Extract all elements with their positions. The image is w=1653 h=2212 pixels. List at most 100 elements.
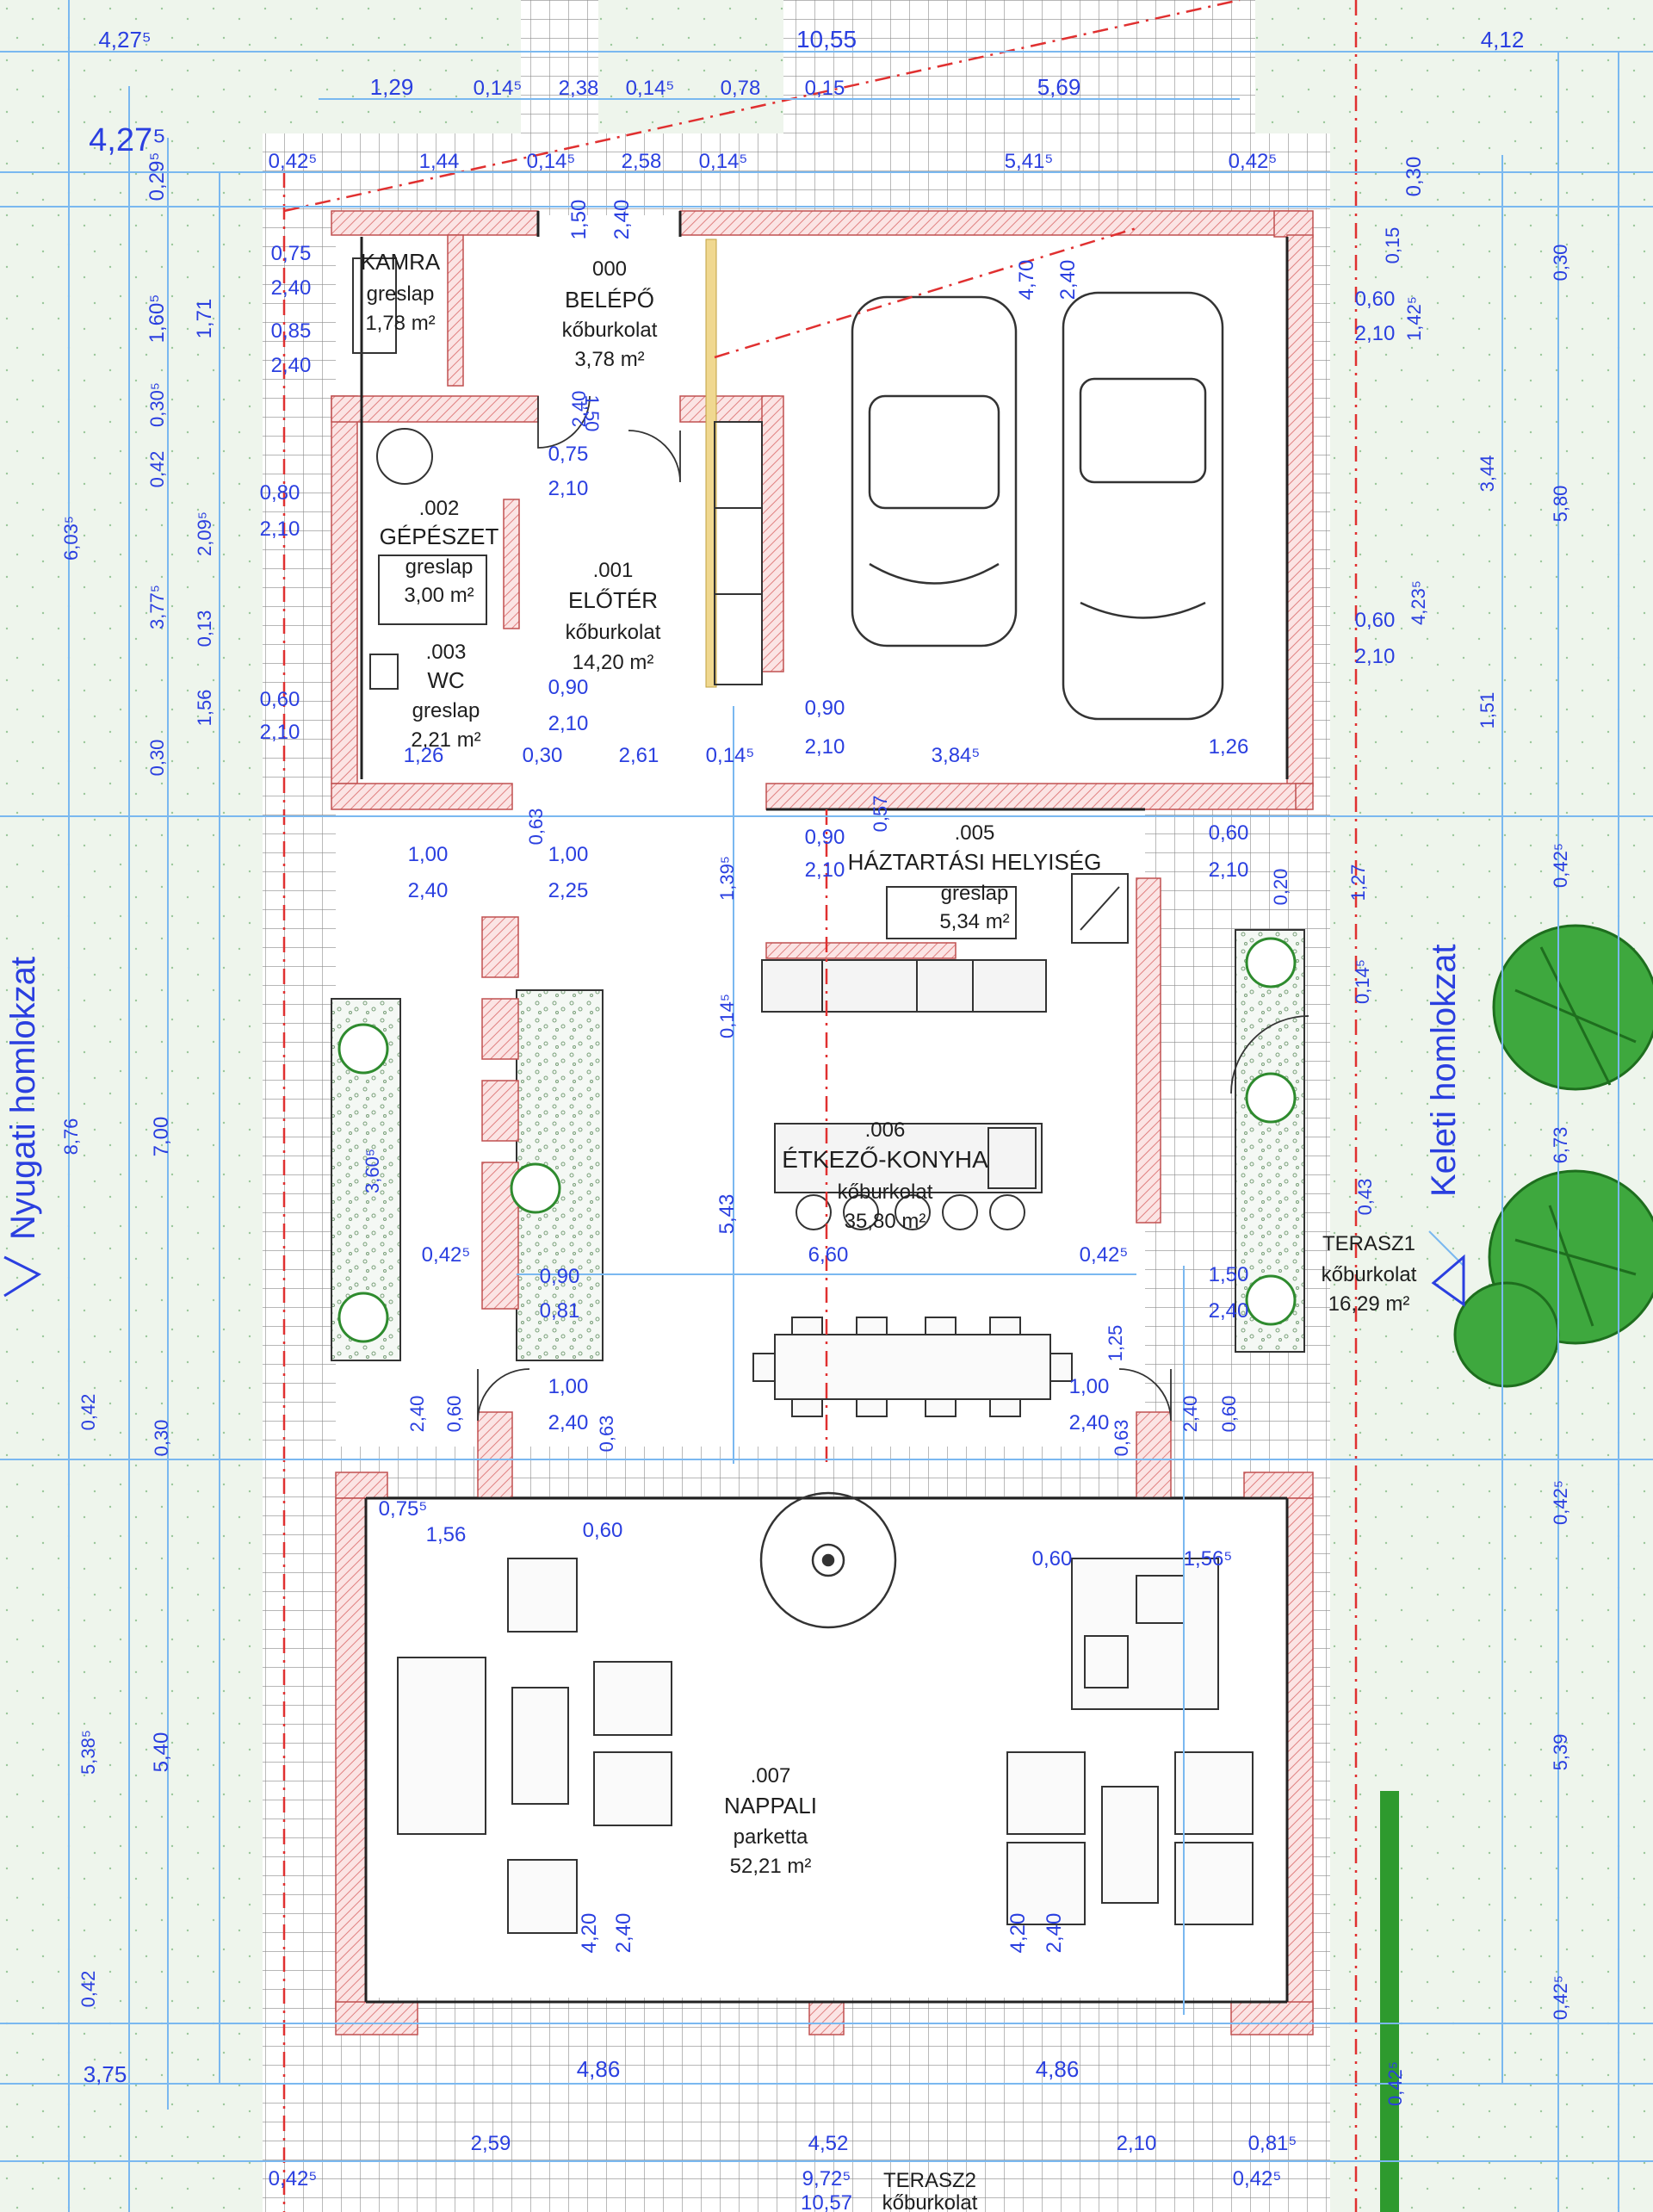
dimension-label: 0,81⁵ bbox=[1248, 2132, 1297, 2155]
dimension-label: 5,80 bbox=[1550, 486, 1571, 523]
room-name: NAPPALI bbox=[724, 1793, 817, 1819]
dimension-label: 0,30 bbox=[151, 1420, 172, 1457]
dimension-label: 0,60 bbox=[1355, 609, 1396, 632]
dimension-label: 1,60⁵ bbox=[145, 294, 169, 344]
dimension-label: 1,50 bbox=[567, 200, 591, 240]
room-floor: greslap bbox=[367, 282, 435, 306]
dimension-label: 0,14⁵ bbox=[1352, 959, 1373, 1004]
dimension-label: 0,14⁵ bbox=[527, 150, 576, 173]
dimension-label: 0,30 bbox=[523, 744, 563, 767]
kitchen-stools bbox=[796, 1194, 1025, 1230]
dimension-label: 4,27⁵ bbox=[89, 122, 166, 158]
dimension-label: 1,26 bbox=[404, 744, 444, 767]
room-name: TERASZ1 bbox=[1322, 1232, 1415, 1255]
dining-table bbox=[752, 1317, 1073, 1417]
dimension-label: 9,72⁵ bbox=[802, 2167, 851, 2190]
dimension-label: 8,76 bbox=[60, 1118, 82, 1156]
room-haztartasi: .005 HÁZTARTÁSI HELYISÉG greslap 5,34 m² bbox=[848, 821, 1102, 933]
room-floor: kőburkolat bbox=[882, 2191, 978, 2212]
dimension-label: 2,61 bbox=[619, 744, 659, 767]
dimension-label: 0,60 bbox=[1355, 288, 1396, 311]
dimension-label: 0,14⁵ bbox=[626, 77, 675, 100]
room-name: ELŐTÉR bbox=[568, 587, 658, 613]
room-terasz2: TERASZ2 kőburkolat bbox=[882, 2169, 978, 2212]
west-facade-marker bbox=[3, 1255, 42, 1298]
dimension-label: 2,09⁵ bbox=[194, 511, 215, 556]
dimension-label: 0,42⁵ bbox=[1080, 1243, 1129, 1267]
dimension-label: 1,39⁵ bbox=[716, 856, 738, 901]
dimension-label: 0,15 bbox=[1382, 227, 1403, 264]
dimension-label: 0,60 bbox=[1209, 821, 1249, 845]
dimension-label: 0,20 bbox=[1270, 869, 1291, 906]
dimension-label: 1,00 bbox=[548, 1375, 589, 1398]
dimension-label: 2,40 bbox=[408, 879, 449, 902]
dimension-label: 1,56 bbox=[194, 690, 215, 727]
driveway-tile-right bbox=[783, 0, 1255, 138]
room-gepeszet: .002 GÉPÉSZET greslap 3,00 m² bbox=[380, 497, 499, 607]
dimension-label: 0,30⁵ bbox=[146, 382, 168, 427]
dimension-label: 3,77⁵ bbox=[146, 585, 168, 629]
dimension-label: 4,86 bbox=[577, 2056, 621, 2082]
dimension-label: 0,30 bbox=[1402, 157, 1426, 197]
dimension-label: 0,14⁵ bbox=[474, 77, 523, 100]
dimension-label: 1,25 bbox=[1105, 1325, 1126, 1362]
room-kamra: KAMRA greslap 1,78 m² bbox=[361, 249, 441, 335]
dimension-label: 0,60 bbox=[583, 1519, 623, 1542]
dimension-label: 0,13 bbox=[194, 610, 215, 647]
dimension-label: 3,75 bbox=[84, 2061, 127, 2087]
dimension-label: 1,56 bbox=[426, 1523, 467, 1546]
dimension-label: 2,40 bbox=[548, 1411, 589, 1434]
dimension-label: 1,50 bbox=[1209, 1263, 1249, 1286]
dimension-label: 2,40 bbox=[1043, 1913, 1066, 1954]
living-fireplace bbox=[759, 1491, 897, 1629]
dimension-label: 6,60 bbox=[808, 1243, 849, 1267]
dimension-label: 2,40 bbox=[612, 1913, 635, 1954]
dimension-label: 4,23⁵ bbox=[1408, 580, 1429, 625]
dimension-label: 2,10 bbox=[1355, 322, 1396, 345]
green-hedge-strip bbox=[1380, 1791, 1399, 2212]
dimension-label: 5,40 bbox=[150, 1732, 173, 1773]
dimension-label: 0,42⁵ bbox=[1550, 1480, 1571, 1525]
doors bbox=[477, 395, 1309, 1422]
dimension-label: 3,60⁵ bbox=[362, 1149, 383, 1193]
room-elot: .001 ELŐTÉR kőburkolat 14,20 m² bbox=[566, 559, 661, 674]
dimension-label: 0,57 bbox=[870, 796, 891, 833]
room-wc: .003 WC greslap 2,21 m² bbox=[411, 641, 480, 752]
dimension-label: 0,78 bbox=[721, 77, 761, 100]
room-area: 16,29 m² bbox=[1328, 1292, 1410, 1316]
dimension-label: 4,86 bbox=[1036, 2056, 1080, 2082]
room-area: 35,80 m² bbox=[845, 1210, 926, 1233]
dimension-label: 0,60 bbox=[1218, 1396, 1240, 1433]
room-floor: kőburkolat bbox=[562, 319, 658, 342]
dimension-label: 0,15 bbox=[805, 77, 845, 100]
dimension-label: 0,42⁵ bbox=[422, 1243, 471, 1267]
dimension-label: 0,85 bbox=[271, 319, 312, 343]
dimension-label: 0,42 bbox=[146, 451, 168, 488]
east-facade-marker bbox=[1431, 1254, 1465, 1307]
dimension-label: 3,44 bbox=[1477, 455, 1498, 493]
wall-outlines bbox=[360, 211, 1289, 2004]
dimension-label: 0,80 bbox=[260, 481, 300, 505]
living-sofa-east bbox=[1006, 1751, 1254, 1925]
living-sofa-west bbox=[397, 1558, 672, 1934]
property-lines bbox=[282, 0, 1358, 2212]
dimension-label: 1,56⁵ bbox=[1184, 1547, 1233, 1571]
dimension-label: 2,40 bbox=[271, 276, 312, 300]
dimension-label: 1,26 bbox=[1209, 735, 1249, 759]
dimension-label: 2,40 bbox=[1056, 260, 1080, 301]
dimension-label: 2,10 bbox=[1355, 645, 1396, 668]
walls bbox=[331, 210, 1314, 2035]
dimension-label: 4,70 bbox=[1015, 260, 1038, 301]
dimension-label: 5,38⁵ bbox=[77, 1730, 99, 1775]
dimension-label: 0,75⁵ bbox=[379, 1497, 428, 1521]
dimension-label: 1,00 bbox=[1069, 1375, 1110, 1398]
dimension-label: 4,27⁵ bbox=[98, 27, 151, 53]
dimension-label: 2,10 bbox=[805, 735, 845, 759]
dimension-label: 2,40 bbox=[610, 200, 634, 240]
dimension-label: 2,10 bbox=[805, 858, 845, 882]
room-name: KAMRA bbox=[361, 249, 441, 275]
interior-floor-north bbox=[336, 215, 1291, 809]
dimension-label: 0,42⁵ bbox=[1550, 1975, 1571, 2020]
room-number: .006 bbox=[865, 1118, 906, 1142]
